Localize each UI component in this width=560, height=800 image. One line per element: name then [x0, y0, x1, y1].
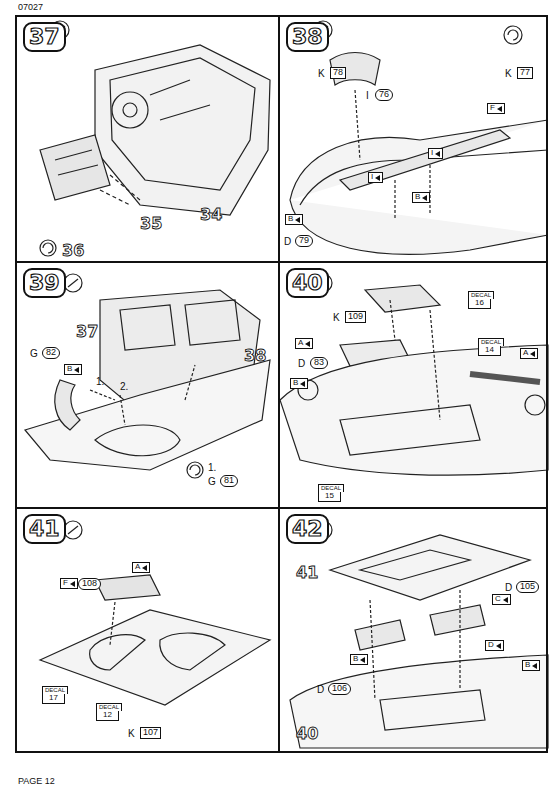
step-number: 37 [23, 22, 66, 52]
part-number: 35 [140, 214, 162, 233]
part-number-circle: 106 [328, 683, 351, 695]
decal-tag: DECAL [42, 686, 68, 694]
decal-tag: DECAL [468, 291, 494, 299]
color-flag: D [485, 640, 504, 651]
color-flag: F [60, 578, 78, 589]
decal-tag: DECAL [478, 338, 504, 346]
step-panel: 38 [278, 15, 548, 263]
color-flag: A [520, 348, 538, 359]
decal-number: 15 [318, 492, 341, 502]
part-number-box: 77 [517, 67, 533, 79]
part-letter: 2. [120, 381, 128, 392]
step-number: 40 [286, 268, 329, 298]
part-letter: D [505, 582, 512, 593]
step-number: 42 [286, 514, 329, 544]
color-flag: B [285, 214, 303, 225]
part-number: 36 [62, 241, 84, 260]
part-number-box: 78 [330, 67, 346, 79]
color-flag: C [492, 594, 511, 605]
page-text: 07027 [18, 3, 43, 13]
decal-tag: DECAL [96, 703, 122, 711]
decal-number: 14 [478, 346, 501, 356]
color-flag: I [428, 148, 443, 159]
part-number-circle: 81 [220, 475, 238, 487]
part-letter: 1. [96, 376, 104, 387]
color-flag: A [132, 562, 150, 573]
color-flag: B [412, 192, 430, 203]
part-letter: G [30, 348, 38, 359]
part-letter: I [366, 90, 369, 101]
step-panel: 40 [278, 261, 548, 509]
part-letter: K [505, 68, 512, 79]
part-number-box: 107 [140, 727, 161, 739]
decal-tag: DECAL [318, 484, 344, 492]
part-letter: K [333, 312, 340, 323]
decal-number: 16 [468, 299, 491, 309]
part-letter: K [128, 728, 135, 739]
part-letter: K [318, 68, 325, 79]
part-number: 38 [244, 346, 266, 365]
color-flag: B [522, 660, 540, 671]
part-letter: D [317, 684, 324, 695]
part-number-box: 109 [345, 311, 366, 323]
part-number-circle: 76 [375, 89, 393, 101]
part-number-circle: 79 [295, 235, 313, 247]
part-number: 40 [296, 724, 318, 743]
step-number: 39 [23, 268, 66, 298]
part-number: 41 [296, 563, 318, 582]
color-flag: A [295, 338, 313, 349]
step-number: 41 [23, 514, 66, 544]
decal-number: 12 [96, 711, 119, 721]
step-panel: 41 [15, 507, 280, 753]
part-letter: D [284, 236, 291, 247]
part-number: 37 [76, 322, 98, 341]
part-letter: 1. [208, 462, 216, 473]
page-text: PAGE 12 [18, 777, 55, 787]
color-flag: B [350, 654, 368, 665]
color-flag: B [64, 364, 82, 375]
color-flag: F [487, 103, 505, 114]
part-number-circle: 82 [42, 347, 60, 359]
decal-number: 17 [42, 694, 65, 704]
step-panel: 42 [278, 507, 548, 753]
step-panel: 39 [15, 261, 280, 509]
color-flag: I [368, 172, 383, 183]
part-number-circle: 105 [516, 581, 539, 593]
part-number: 34 [200, 205, 222, 224]
color-flag: B [290, 378, 308, 389]
part-letter: G [208, 476, 216, 487]
part-number-circle: 83 [310, 357, 328, 369]
step-number: 38 [286, 22, 329, 52]
part-number-circle: 108 [78, 578, 101, 590]
part-letter: D [298, 358, 305, 369]
